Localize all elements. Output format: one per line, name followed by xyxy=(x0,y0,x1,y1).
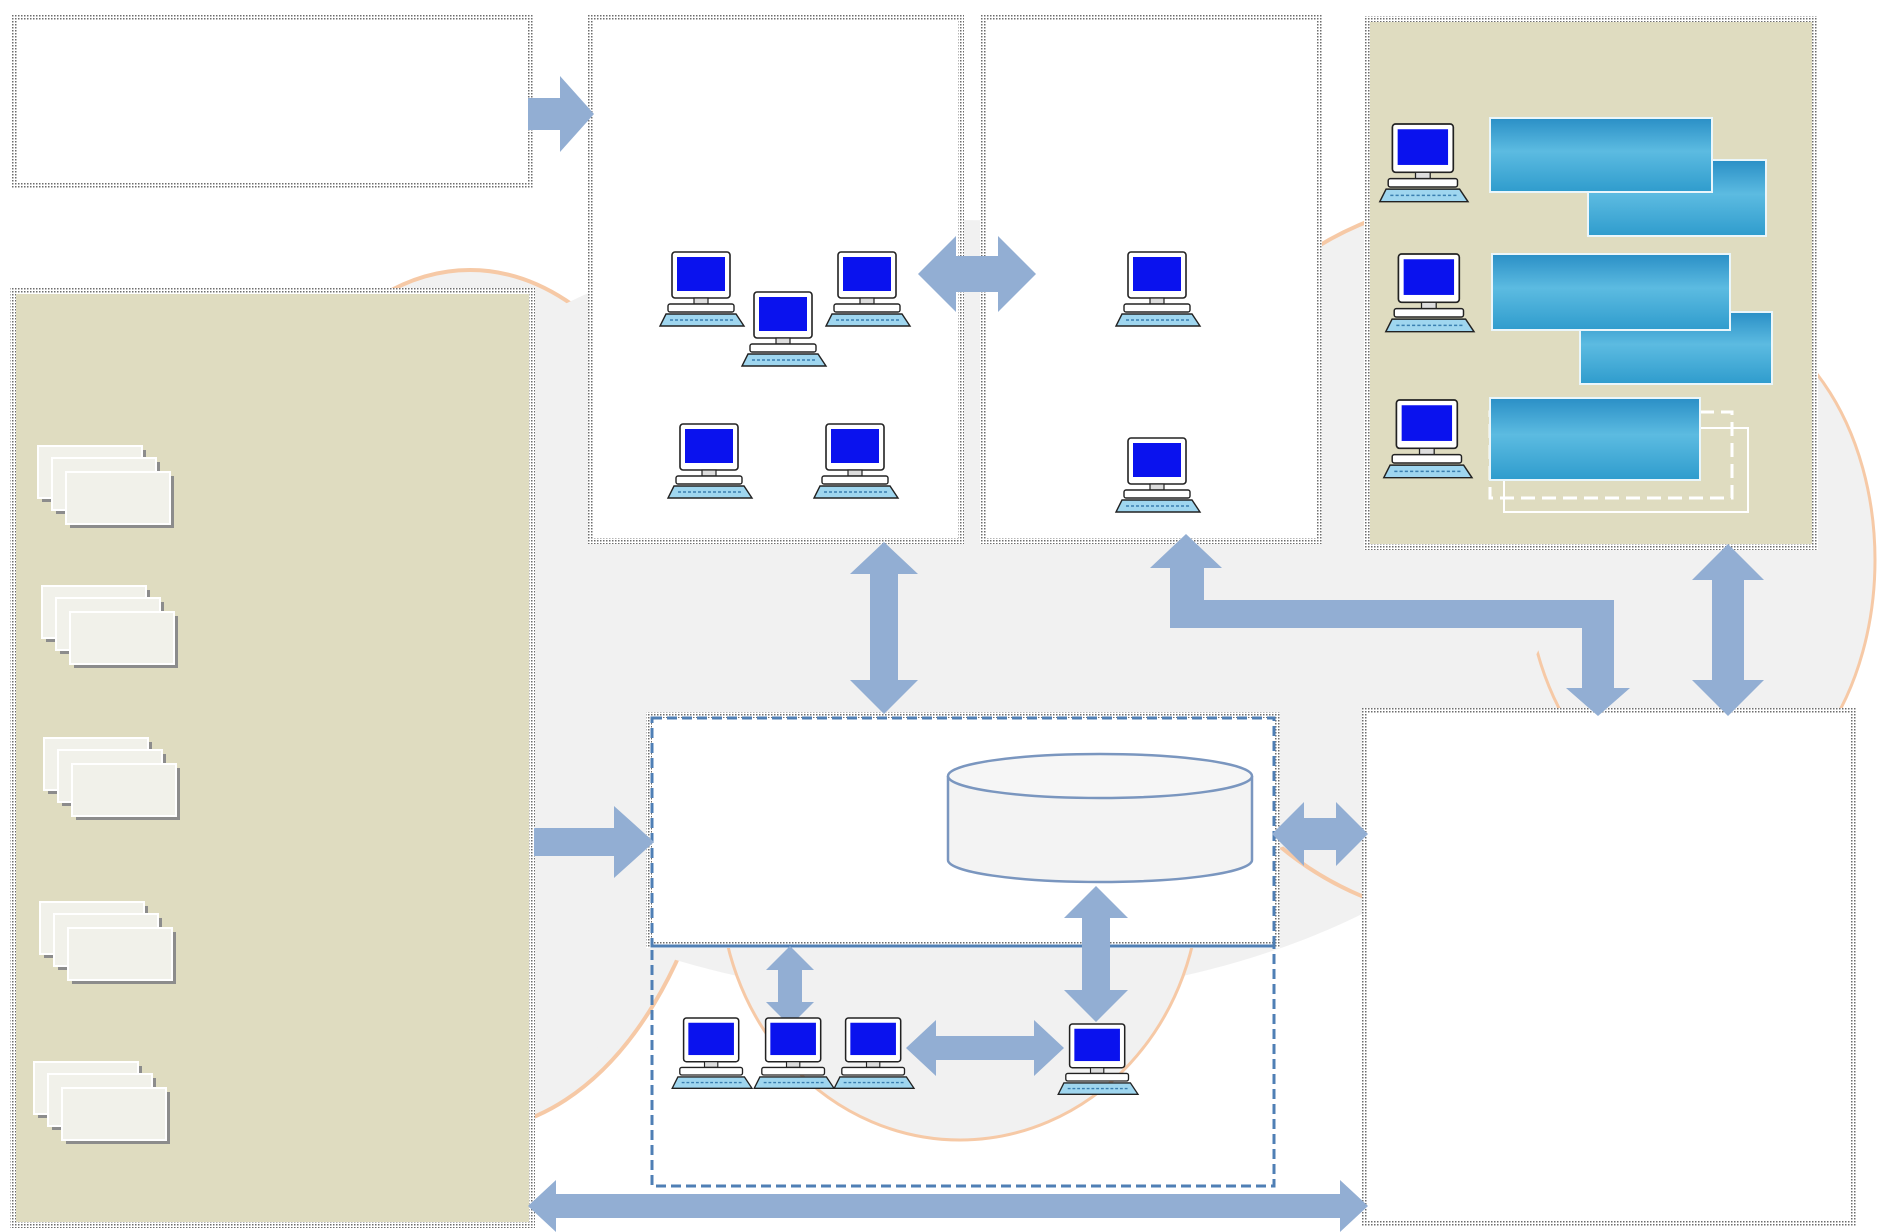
document-stack-icon xyxy=(39,901,176,984)
workstation-icon xyxy=(824,251,912,327)
workstation-icon xyxy=(1378,123,1470,203)
arrow-elbow-top-right-to-bottom-right xyxy=(1150,534,1630,716)
workstation-icon xyxy=(1382,399,1474,479)
workstation-icon xyxy=(812,423,900,499)
workstation-icon xyxy=(833,1017,916,1089)
arrow-between-clients xyxy=(906,1020,1064,1076)
arrow-documents-to-server xyxy=(534,806,654,878)
arrows xyxy=(528,76,1764,1232)
top-middle-workstations-panel xyxy=(588,14,964,544)
workstation-icon xyxy=(1057,1023,1140,1095)
workstation-icon xyxy=(666,423,754,499)
document-stack-icon xyxy=(43,737,180,820)
workstations-group xyxy=(658,123,1476,1095)
document-stack-icon xyxy=(41,585,178,668)
arrow-top-middle-to-server xyxy=(850,542,918,714)
arrow-server-to-client-left xyxy=(766,946,814,1026)
document-stack-icon xyxy=(37,445,174,528)
workstation-icon xyxy=(1114,251,1202,327)
arrow-between-top-panels xyxy=(918,236,1036,312)
central-client-box xyxy=(650,944,1276,1188)
arrow-server-to-bottom-right xyxy=(1272,802,1368,866)
database-icon xyxy=(946,752,1254,884)
arrow-database-to-client xyxy=(1064,886,1128,1022)
bottom-right-panel xyxy=(1362,708,1856,1226)
arrow-input-to-workstations xyxy=(528,76,594,152)
arrow-bottom-wide xyxy=(528,1180,1368,1232)
workstation-icon xyxy=(753,1017,836,1089)
workstation-icon xyxy=(658,251,746,327)
top-left-input-panel xyxy=(12,14,534,188)
workstation-icon xyxy=(1384,253,1476,333)
workstation-icon xyxy=(671,1017,754,1089)
document-stacks-group xyxy=(33,445,180,1144)
workstation-icon xyxy=(740,291,828,367)
blue-bars-group xyxy=(1488,117,1773,513)
arrow-far-right-to-bottom-right xyxy=(1692,544,1764,716)
document-stack-icon xyxy=(33,1061,170,1144)
workstation-icon xyxy=(1114,437,1202,513)
